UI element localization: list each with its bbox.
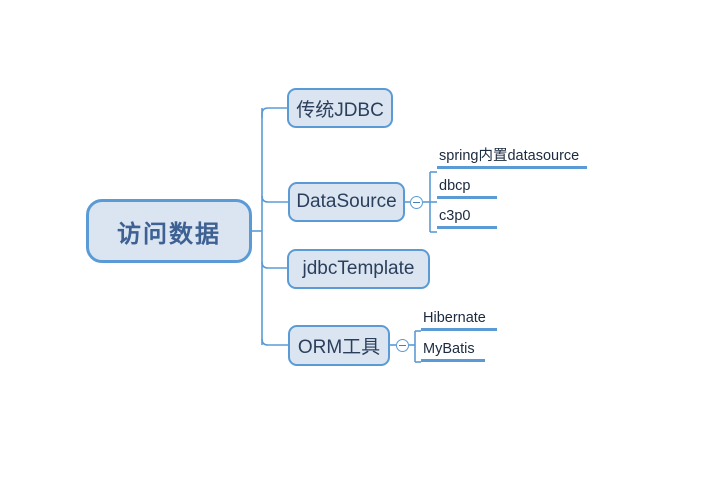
- leaf-label-dbcp: dbcp: [439, 178, 471, 194]
- leaf-spring-builtin-datasource[interactable]: spring内置datasource: [437, 148, 587, 169]
- mindmap-node-traditional-jdbc[interactable]: 传统JDBC: [287, 88, 393, 128]
- leaf-underline-bar: [421, 328, 497, 331]
- edge-to-orm: [261, 338, 288, 346]
- leaf-label-spring-builtin-datasource: spring内置datasource: [439, 148, 580, 164]
- leaf-mybatis[interactable]: MyBatis: [421, 341, 485, 362]
- leaf-label-mybatis: MyBatis: [423, 341, 475, 357]
- node-label-datasource: DataSource: [296, 191, 397, 212]
- leaf-label-c3p0: c3p0: [439, 208, 471, 224]
- mindmap-root-node[interactable]: 访问数据: [86, 199, 252, 263]
- root-node-label: 访问数据: [117, 220, 221, 248]
- mindmap-node-jdbctemplate[interactable]: jdbcTemplate: [287, 249, 430, 289]
- leaf-c3p0[interactable]: c3p0: [437, 208, 497, 229]
- leaf-hibernate[interactable]: Hibernate: [421, 310, 497, 331]
- leaf-dbcp[interactable]: dbcp: [437, 178, 497, 199]
- edge-to-datasource: [261, 195, 288, 203]
- node-label-orm-tools: ORM工具: [297, 337, 381, 358]
- leaf-underline-bar: [437, 226, 497, 229]
- leaf-underline-bar: [421, 359, 485, 362]
- edge-to-jdbctemplate: [261, 261, 287, 269]
- node-label-jdbctemplate: jdbcTemplate: [302, 258, 415, 279]
- edge-to-jdbc: [261, 107, 287, 118]
- node-label-traditional-jdbc: 传统JDBC: [296, 99, 384, 121]
- collapse-minus-icon-orm-tools[interactable]: [396, 339, 409, 352]
- mindmap-node-orm-tools[interactable]: ORM工具: [288, 325, 390, 366]
- leaf-underline-bar: [437, 166, 587, 169]
- leaf-label-hibernate: Hibernate: [423, 310, 486, 326]
- collapse-minus-icon-datasource[interactable]: [410, 196, 423, 209]
- leaf-underline-bar: [437, 196, 497, 199]
- mindmap-node-datasource[interactable]: DataSource: [288, 182, 405, 222]
